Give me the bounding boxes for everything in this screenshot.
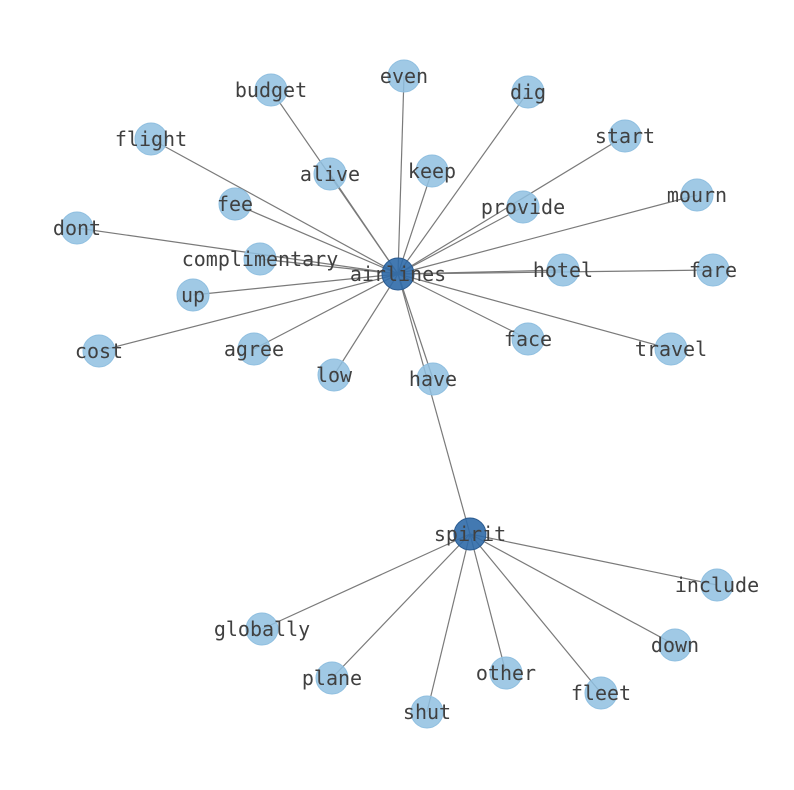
- edge-spirit-shut: [426, 533, 471, 713]
- node-budget: [254, 73, 288, 107]
- node-face: [511, 322, 545, 356]
- edge-layer: [76, 75, 718, 713]
- node-alive: [313, 157, 347, 191]
- edge-airlines-mourn: [397, 194, 698, 275]
- node-label-cost: cost: [75, 339, 123, 363]
- edge-airlines-spirit: [397, 273, 471, 535]
- node-label-fee: fee: [217, 192, 253, 216]
- node-other: [489, 656, 523, 690]
- node-label-down: down: [651, 633, 699, 657]
- node-label-complimentary: complimentary: [182, 247, 339, 271]
- edge-spirit-fleet: [469, 533, 602, 694]
- node-label-travel: travel: [635, 337, 707, 361]
- node-shut: [410, 695, 444, 729]
- node-agree: [237, 332, 271, 366]
- node-label-even: even: [380, 64, 428, 88]
- edge-airlines-flight: [150, 138, 399, 275]
- node-mourn: [680, 178, 714, 212]
- edge-airlines-dig: [397, 91, 529, 275]
- node-label-up: up: [181, 283, 205, 307]
- node-label-keep: keep: [408, 159, 456, 183]
- node-provide: [506, 190, 540, 224]
- node-low: [317, 358, 351, 392]
- node-label-hotel: hotel: [533, 258, 593, 282]
- node-globally: [245, 612, 279, 646]
- node-dig: [511, 75, 545, 109]
- node-have: [416, 362, 450, 396]
- node-label-other: other: [476, 661, 536, 685]
- node-label-fleet: fleet: [571, 681, 631, 705]
- edge-spirit-globally: [261, 533, 471, 630]
- node-label-include: include: [675, 573, 759, 597]
- edge-airlines-keep: [397, 170, 433, 275]
- edge-airlines-provide: [397, 206, 524, 275]
- node-label-dont: dont: [53, 216, 101, 240]
- node-label-flight: flight: [115, 127, 187, 151]
- node-even: [387, 59, 421, 93]
- node-plane: [315, 661, 349, 695]
- node-travel: [654, 332, 688, 366]
- node-layer: [60, 59, 734, 729]
- node-start: [608, 119, 642, 153]
- edge-airlines-up: [192, 273, 399, 296]
- edge-spirit-include: [469, 533, 718, 586]
- node-label-budget: budget: [235, 78, 307, 102]
- node-label-globally: globally: [214, 617, 310, 641]
- node-label-start: start: [595, 124, 655, 148]
- node-label-spirit: spirit: [434, 522, 506, 546]
- edge-airlines-low: [333, 273, 399, 376]
- node-label-plane: plane: [302, 666, 362, 690]
- node-dont: [60, 211, 94, 245]
- node-label-agree: agree: [224, 337, 284, 361]
- edge-airlines-cost: [98, 273, 399, 352]
- edge-airlines-even: [397, 75, 405, 275]
- edge-airlines-have: [397, 273, 434, 380]
- edge-airlines-dont: [76, 227, 399, 275]
- edge-airlines-fee: [234, 203, 399, 275]
- node-down: [658, 628, 692, 662]
- node-label-dig: dig: [510, 80, 546, 104]
- edge-airlines-face: [397, 273, 529, 340]
- edge-spirit-plane: [331, 533, 471, 679]
- node-label-fare: fare: [689, 258, 737, 282]
- node-up: [176, 278, 210, 312]
- node-fee: [218, 187, 252, 221]
- node-label-mourn: mourn: [667, 183, 727, 207]
- label-layer: budget even dig flight start alive keep mourn fe…: [53, 64, 759, 724]
- edge-spirit-down: [469, 533, 676, 646]
- node-spirit: [453, 517, 487, 551]
- node-complimentary: [243, 242, 277, 276]
- node-airlines: [381, 257, 415, 291]
- node-label-low: low: [316, 363, 353, 387]
- edge-airlines-complimentary: [259, 258, 399, 275]
- node-label-shut: shut: [403, 700, 451, 724]
- edge-airlines-travel: [397, 273, 672, 350]
- node-include: [700, 568, 734, 602]
- node-label-have: have: [409, 367, 457, 391]
- node-keep: [415, 154, 449, 188]
- node-hotel: [546, 253, 580, 287]
- edge-spirit-other: [469, 533, 507, 674]
- edge-airlines-alive: [329, 173, 399, 275]
- node-label-airlines: airlines: [350, 262, 446, 286]
- edge-airlines-agree: [253, 273, 399, 350]
- node-cost: [82, 334, 116, 368]
- node-label-alive: alive: [300, 162, 360, 186]
- node-flight: [134, 122, 168, 156]
- node-label-provide: provide: [481, 195, 565, 219]
- node-fleet: [584, 676, 618, 710]
- node-fare: [696, 253, 730, 287]
- node-label-face: face: [504, 327, 552, 351]
